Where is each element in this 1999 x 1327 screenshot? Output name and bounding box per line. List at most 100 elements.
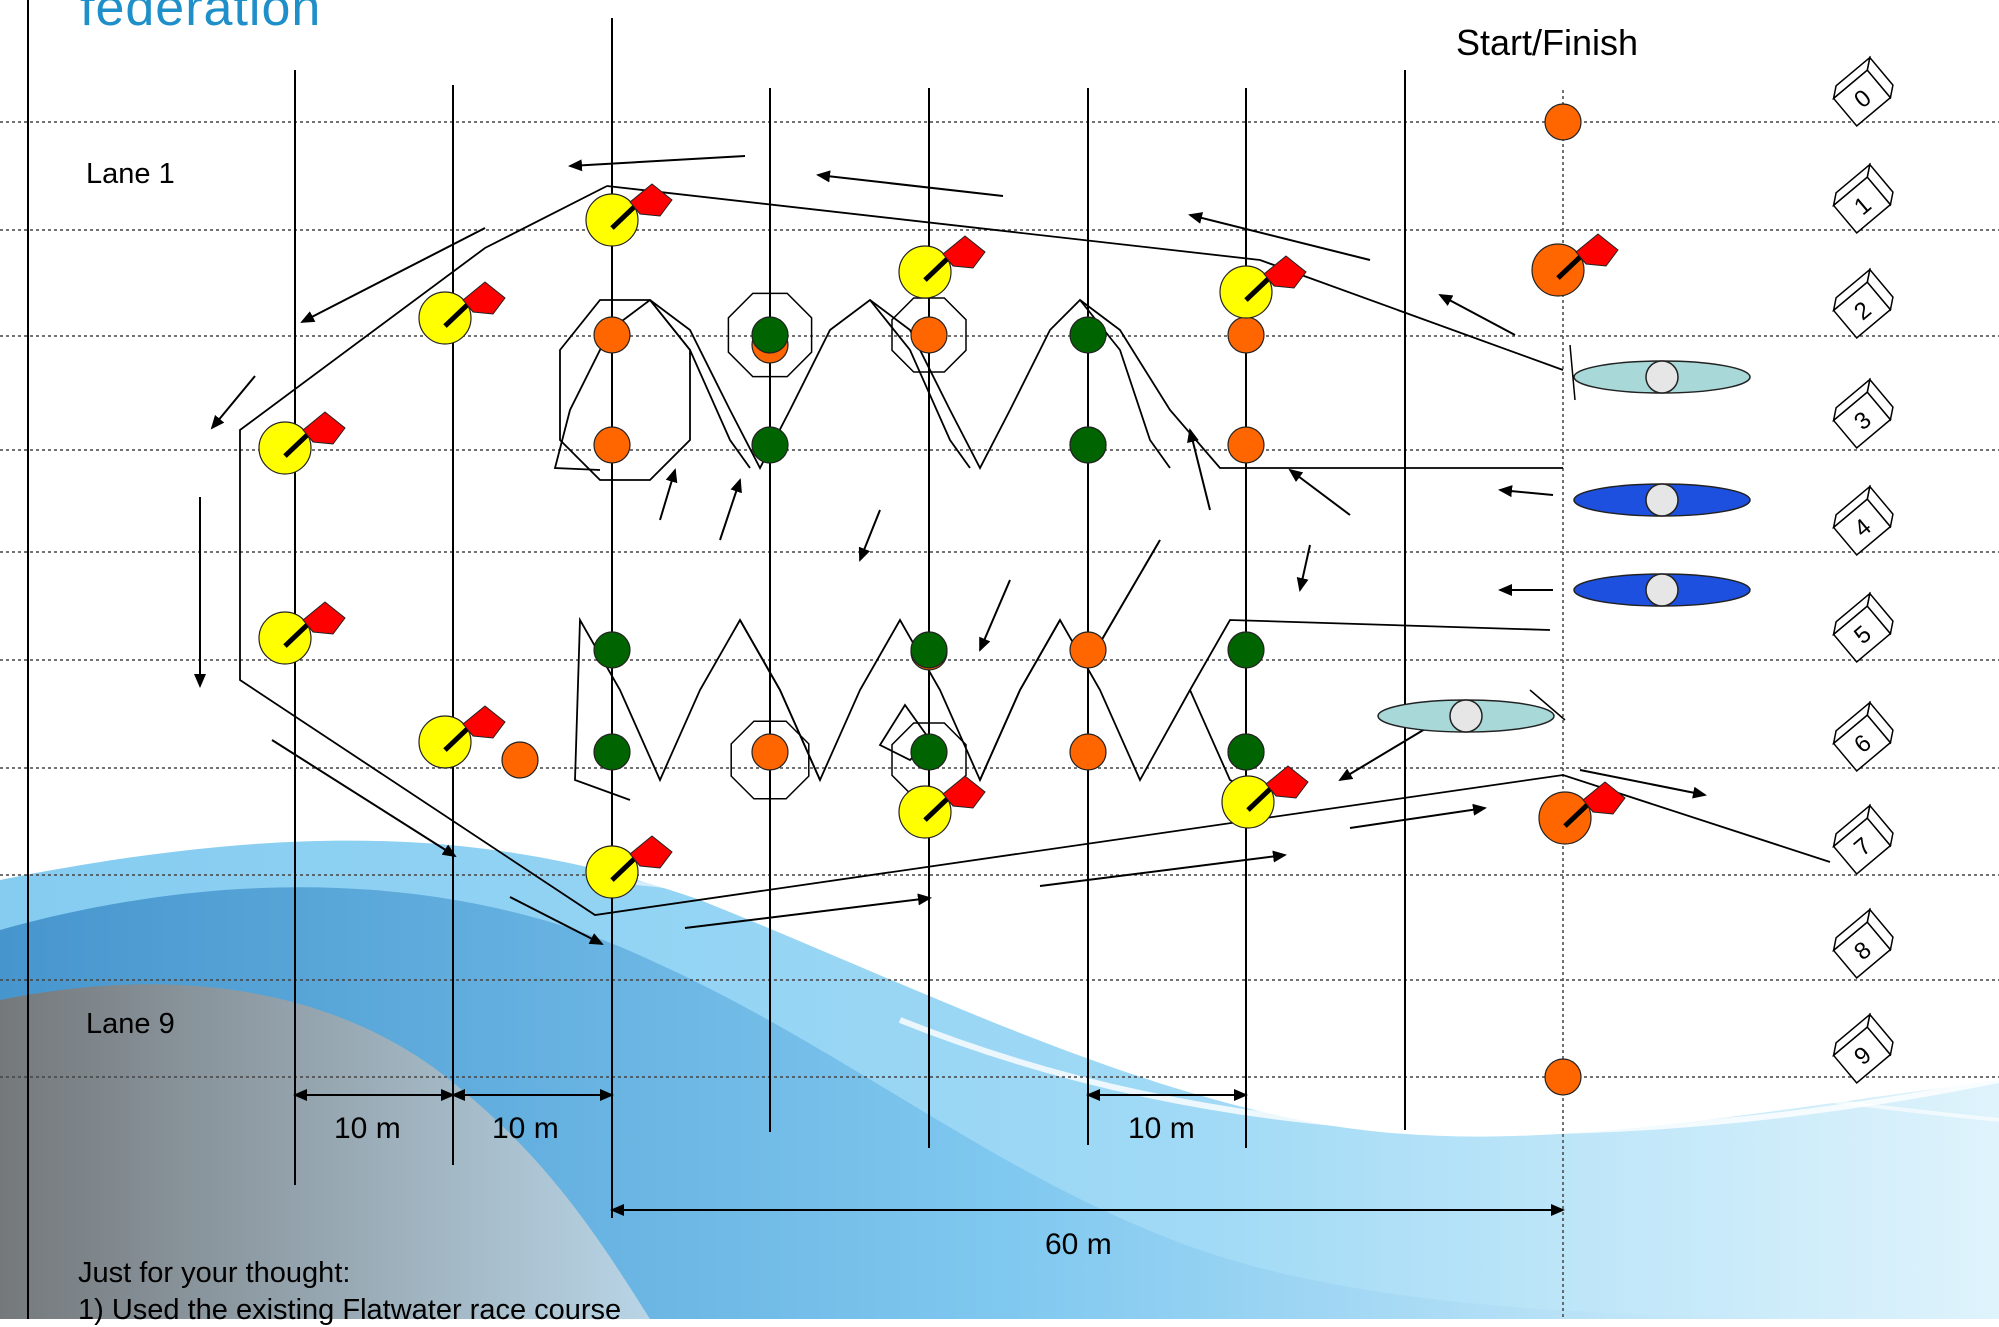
flag-icon [629, 183, 673, 217]
buoy-flag-icon [898, 785, 952, 839]
course-paths [239, 185, 1831, 916]
flag-icon [942, 235, 986, 269]
buoy-green-icon [751, 316, 789, 354]
cube-top [1832, 377, 1871, 423]
course-path [606, 185, 1564, 371]
buoy-flag-icon [1531, 243, 1585, 297]
distance-label-10m-a: 10 m [334, 1112, 401, 1145]
buoy-orange-icon [1069, 733, 1107, 771]
course-path [574, 616, 1551, 801]
arrow-icon [684, 893, 932, 929]
cube-top [1832, 591, 1871, 637]
buoy-flag-icon [258, 611, 312, 665]
lane-9-label: Lane 9 [86, 1008, 175, 1040]
arrow-icon [1498, 485, 1554, 498]
federation-logo: federation [80, 0, 322, 37]
course-path [559, 299, 691, 481]
buoy-orange-icon [1069, 631, 1107, 669]
cube-top [1832, 803, 1871, 849]
background-wave [0, 840, 1999, 1319]
buoy-green-icon [1069, 426, 1107, 464]
flag-icon [302, 411, 346, 445]
kayak-paddle [1569, 344, 1576, 401]
buoy-orange-icon [593, 316, 631, 354]
direction-arrows [194, 155, 1707, 945]
kayak-cockpit [1645, 573, 1679, 607]
cube-top [1832, 700, 1871, 746]
lane-number-cube-icon: 3 [1832, 377, 1894, 449]
distance-label-60m: 60 m [1045, 1228, 1112, 1261]
turn-octagon [727, 292, 813, 378]
buoy-flag-icon [418, 715, 472, 769]
arrow-icon [719, 478, 742, 541]
arrow-icon [509, 896, 604, 945]
flag-icon [942, 775, 986, 809]
arrow-icon [1187, 428, 1211, 511]
buoy-orange-icon [1544, 103, 1582, 141]
buoy-flag-icon [1221, 775, 1275, 829]
buoy-orange-icon [751, 733, 789, 771]
cube-top [1832, 55, 1871, 101]
buoy-flag-icon [1538, 791, 1592, 845]
flag-icon [462, 281, 506, 315]
distance-label-10m-b: 10 m [492, 1112, 559, 1145]
arrow-icon [1296, 544, 1311, 592]
buoy-orange-icon [1227, 426, 1265, 464]
kayak-paddle [1529, 689, 1566, 721]
flag-icon [302, 601, 346, 635]
lane-number-cube-icon: 6 [1832, 700, 1894, 772]
buoy-orange-icon [501, 741, 539, 779]
arrow-icon [271, 739, 457, 858]
buoy-orange-icon [1227, 316, 1265, 354]
buoy-flag-icon [1219, 265, 1273, 319]
buoy-green-icon [1069, 316, 1107, 354]
arrow-icon [659, 468, 678, 521]
turn-octagon [730, 720, 810, 800]
buoy-flag-icon [585, 845, 639, 899]
flag-icon [462, 705, 506, 739]
turn-octagon [891, 297, 967, 373]
buoy-green-icon [593, 631, 631, 669]
course-path [878, 703, 932, 762]
distance-label-10m-c: 10 m [1128, 1112, 1195, 1145]
buoy-orange-icon [910, 316, 948, 354]
cube-top [1832, 484, 1871, 530]
arrow-icon [1039, 850, 1287, 887]
buoy-orange-icon [593, 426, 631, 464]
buoys [258, 103, 1626, 1096]
distance-markers [293, 1089, 1565, 1216]
arrow-icon [300, 227, 486, 323]
lane-number-cube-icon: 8 [1832, 907, 1894, 979]
lane-1-label: Lane 1 [86, 158, 175, 190]
buoy-green-icon [910, 733, 948, 771]
buoy-green-icon [1227, 733, 1265, 771]
buoy-green-icon [751, 426, 789, 464]
arrow-icon [1288, 468, 1351, 516]
cube-top [1832, 1012, 1871, 1058]
lane-number-cube-icon: 0 [1832, 55, 1894, 127]
lane-number-cube-icon: 9 [1832, 1012, 1894, 1084]
kayak-cockpit [1645, 360, 1679, 394]
flag-icon [1263, 255, 1307, 289]
arrow-icon [210, 375, 256, 430]
flag-icon [1265, 765, 1309, 799]
kayaks [1377, 344, 1751, 733]
arrow-icon [568, 155, 746, 172]
buoy-green-icon [1227, 631, 1265, 669]
start-finish-label: Start/Finish [1456, 22, 1639, 63]
flag-icon [1582, 781, 1626, 815]
buoy-green-icon [593, 733, 631, 771]
lane-number-cube-icon: 2 [1832, 267, 1894, 339]
course-path [239, 185, 1831, 916]
buoy-flag-icon [898, 245, 952, 299]
cube-top [1832, 267, 1871, 313]
flag-icon [629, 835, 673, 869]
kayak-cockpit [1449, 699, 1483, 733]
lane-number-cube-icon: 7 [1832, 803, 1894, 875]
cube-top [1832, 907, 1871, 953]
arrow-icon [858, 509, 881, 562]
buoy-flag-icon [258, 421, 312, 475]
